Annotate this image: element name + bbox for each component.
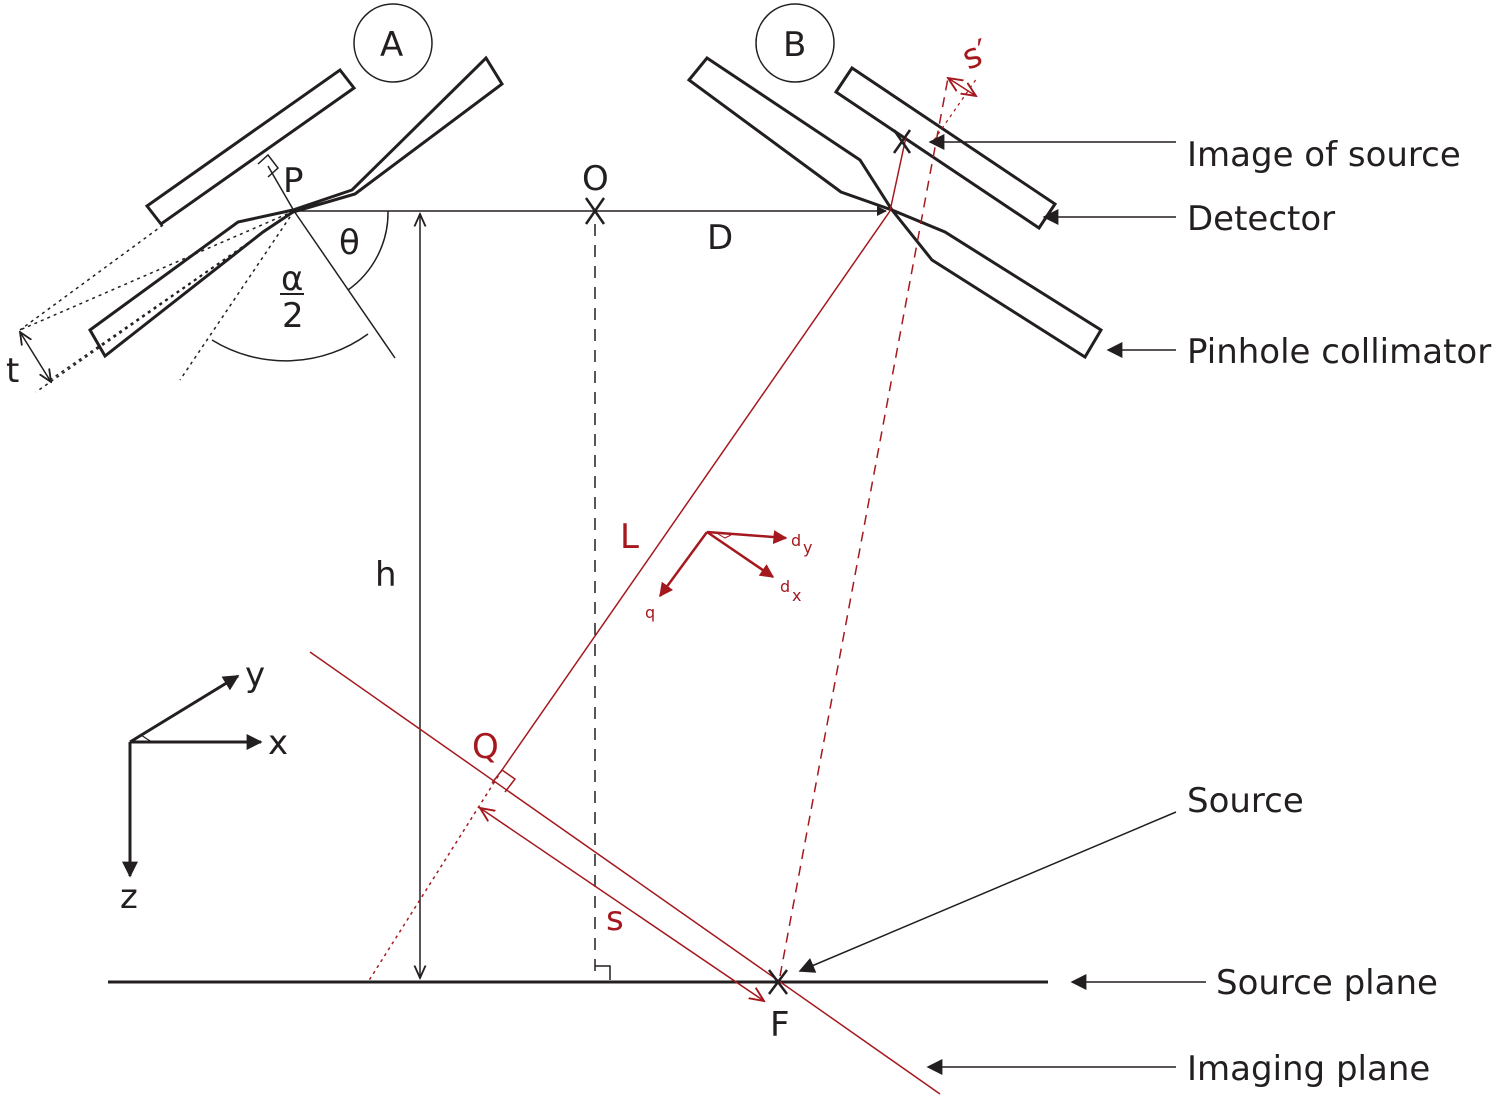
label-dy: d [791,531,801,550]
collimator-b-body [686,55,1104,360]
collimator-a [19,55,504,393]
label-b: B [783,25,806,65]
line-l-extension [367,769,503,983]
vector-right-angle [717,533,732,539]
annotation-arrows [798,134,1206,1075]
theta-arc [347,210,389,291]
label-axis-y: y [245,655,265,695]
label-dx: d [780,577,790,596]
label-alpha-denominator: 2 [282,296,304,336]
right-angle-marker-p [257,153,280,178]
circle-a [353,3,433,83]
collimator-a-body [88,55,504,359]
label-dx-sub: x [792,586,801,605]
label-q: Q [472,727,499,767]
label-dy-sub: y [803,538,812,557]
circle-b [755,3,835,83]
image-of-source-marker [892,129,912,154]
label-axis-z: z [120,877,138,917]
collimator-a-axis [293,210,396,359]
annotation-detector: Detector [1187,199,1335,239]
alpha-arc [211,333,369,362]
label-alpha: α [281,259,303,299]
source-pointer [798,811,1177,973]
label-l: L [620,517,639,557]
label-h: h [375,555,397,595]
imaging-plane-line [309,651,941,1095]
point-o-marker [584,197,606,225]
s-prime-arrow [948,78,976,96]
label-theta: θ [339,223,360,263]
collimator-b [686,55,1104,360]
label-axis-x: x [268,723,288,763]
label-f: F [770,1005,790,1045]
coordinate-axes [122,674,263,878]
s-prime-guide [933,77,978,141]
label-p: P [283,161,304,201]
label-s-prime: s′ [956,32,995,79]
label-q-vector: q [645,603,655,622]
s-arrow [480,808,764,1001]
label-t: t [6,351,19,391]
annotation-source-plane: Source plane [1216,963,1438,1003]
label-d: D [707,218,733,258]
acceptance-cone-lines [19,210,295,393]
right-angle-marker-q [491,768,517,793]
vector-dy [706,530,788,545]
annotation-imaging-plane: Imaging plane [1187,1049,1430,1089]
right-angle-marker-o [595,965,611,980]
annotation-image-of-source: Image of source [1187,135,1461,175]
annotation-source: Source [1187,781,1304,821]
point-f-marker [768,969,788,995]
label-s: s [606,899,624,939]
vector-q [658,531,709,598]
label-o: O [582,159,609,199]
line-l [501,210,891,771]
detector-a [144,67,357,227]
y-axis-arrow [129,674,240,744]
label-a: A [380,25,403,65]
detector-b [833,65,1058,231]
vector-dx [706,530,775,579]
annotation-pinhole-collimator: Pinhole collimator [1187,332,1491,372]
projection-line [779,77,949,977]
vectors [658,530,788,598]
thickness-arrow [20,332,51,382]
